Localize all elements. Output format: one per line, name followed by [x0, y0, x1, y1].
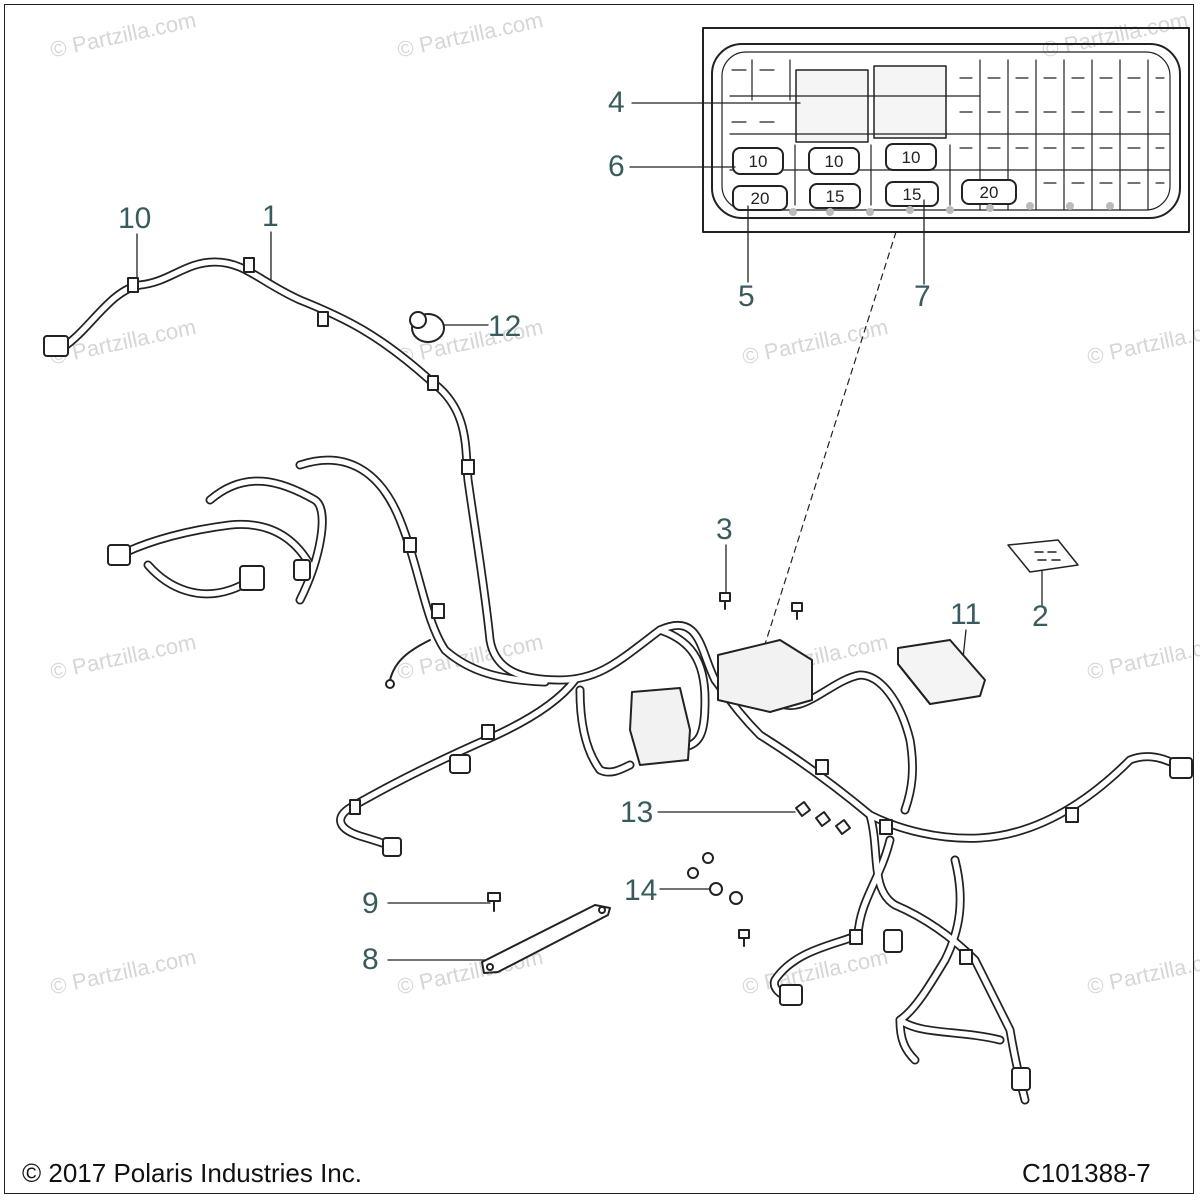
item-14-fasteners	[687, 852, 750, 947]
diagram-id: C101388-7	[1022, 1158, 1151, 1188]
item-8-strap	[481, 904, 611, 974]
copyright-notice: © 2017 Polaris Industries Inc.	[22, 1158, 362, 1188]
connectors	[43, 335, 1193, 1091]
power-distribution-module	[629, 639, 813, 766]
fuse-box-detail	[702, 27, 1190, 233]
item-2-label	[1007, 539, 1079, 573]
callout-14: 14	[624, 874, 658, 907]
fuse-rating: 10	[749, 152, 768, 171]
fuse-rating: 20	[980, 183, 999, 202]
callout-1: 1	[262, 200, 279, 233]
callout-8: 8	[362, 943, 379, 976]
callout-12: 12	[488, 310, 522, 343]
fuse-rating: 10	[825, 152, 844, 171]
callout-11: 11	[950, 598, 982, 631]
item-9-screw	[487, 892, 501, 912]
fuse-rating: 15	[903, 185, 922, 204]
callout-9: 9	[362, 887, 379, 920]
callout-2: 2	[1032, 600, 1049, 633]
callout-3: 3	[716, 513, 733, 546]
callout-6: 6	[608, 150, 625, 183]
callout-10: 10	[118, 202, 152, 235]
item-11-module	[897, 639, 986, 705]
leader-lines	[136, 102, 1043, 961]
item-3-fasteners	[719, 592, 803, 620]
callout-4: 4	[608, 86, 625, 119]
item-12-part	[409, 311, 445, 343]
callout-7: 7	[914, 280, 931, 313]
fuse-rating: 15	[826, 187, 845, 206]
fuse-rating: 20	[751, 189, 770, 208]
wire-harness	[57, 257, 1190, 1105]
callout-5: 5	[738, 280, 755, 313]
fuse-rating: 10	[902, 148, 921, 167]
ground-lead	[385, 639, 431, 689]
item-13-clips	[795, 801, 851, 835]
callout-13: 13	[620, 796, 654, 829]
